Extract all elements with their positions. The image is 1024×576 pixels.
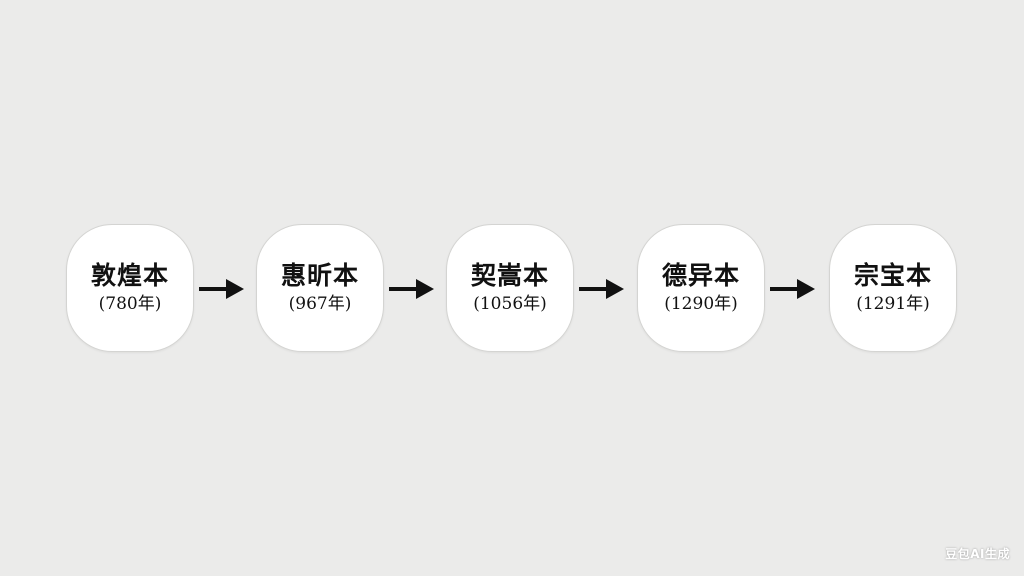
node-title: 惠昕本 xyxy=(280,261,359,290)
node-qisong: 契嵩本 (1056年) xyxy=(446,224,574,352)
node-huixin: 惠昕本 (967年) xyxy=(256,224,384,352)
node-deyi: 德异本 (1290年) xyxy=(637,224,765,352)
node-year: (780年) xyxy=(98,294,162,314)
watermark: 豆包AI生成 xyxy=(945,547,1010,561)
node-year: (1291年) xyxy=(856,294,930,314)
arrow-right-icon xyxy=(579,279,624,299)
node-title: 敦煌本 xyxy=(90,261,169,290)
node-year: (1056年) xyxy=(473,294,547,314)
node-title: 宗宝本 xyxy=(853,261,932,290)
node-title: 德异本 xyxy=(661,261,740,290)
arrow-right-icon xyxy=(199,279,244,299)
node-year: (1290年) xyxy=(664,294,738,314)
node-title: 契嵩本 xyxy=(470,261,549,290)
arrow-right-icon xyxy=(770,279,815,299)
node-dunhuang: 敦煌本 (780年) xyxy=(66,224,194,352)
arrow-right-icon xyxy=(389,279,434,299)
node-year: (967年) xyxy=(288,294,352,314)
node-zongbao: 宗宝本 (1291年) xyxy=(829,224,957,352)
